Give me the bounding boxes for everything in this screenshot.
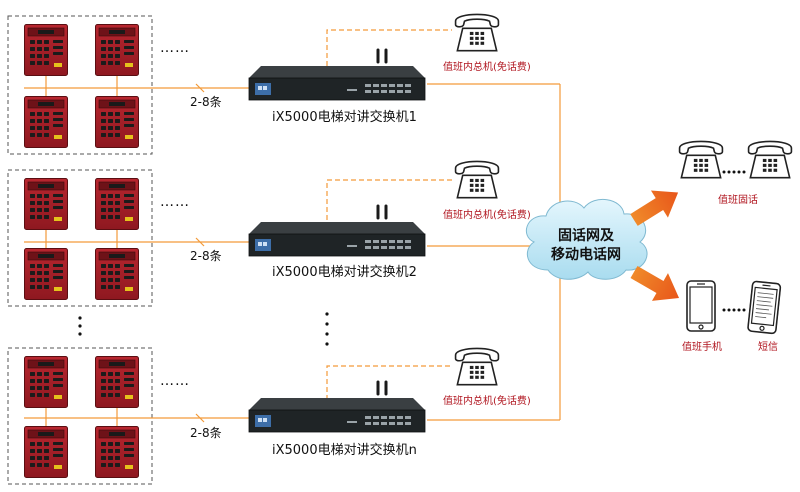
desk-phone-icon <box>747 140 793 179</box>
vertical-ellipsis-panels <box>78 316 82 336</box>
panel-group-1 <box>24 24 139 148</box>
panel-group-2 <box>24 178 139 300</box>
arrow-up-right-icon <box>630 190 679 226</box>
keypad-panel <box>24 178 68 230</box>
switch-3 <box>248 380 426 433</box>
cloud-icon <box>525 199 648 280</box>
mobile-label: 值班手机 <box>682 340 722 353</box>
landline-label: 值班固话 <box>718 193 758 206</box>
vertical-ellipsis-switches <box>325 312 329 346</box>
ellipsis-group-2: …… <box>160 194 190 210</box>
switch-label-2: iX5000电梯对讲交换机2 <box>272 264 417 280</box>
keypad-panel <box>24 96 68 148</box>
line-count-label-3: 2-8条 <box>190 426 222 440</box>
switch-1 <box>248 48 426 101</box>
panel-group-box-3 <box>7 347 153 485</box>
keypad-panel <box>95 96 139 148</box>
keypad-panel <box>24 24 68 76</box>
sms-phone-icon <box>746 280 782 335</box>
sms-label: 短信 <box>758 340 778 353</box>
panel-group-box-1 <box>7 15 153 155</box>
line-count-label-2: 2-8条 <box>190 249 222 263</box>
desk-phone-icon <box>454 347 500 386</box>
desk-phone-icon <box>454 13 500 52</box>
phone-label-2: 值班内总机(免话费) <box>443 208 531 221</box>
phone-label-1: 值班内总机(免话费) <box>443 60 531 73</box>
switch-device-icon <box>248 221 426 257</box>
switch-device-icon <box>248 397 426 433</box>
switch-2 <box>248 204 426 257</box>
keypad-panel <box>95 248 139 300</box>
cloud-label-line2: 移动电话网 <box>551 246 621 263</box>
panel-group-box-2 <box>7 169 153 307</box>
mobile-phone-icon <box>686 280 716 332</box>
keypad-panel <box>24 356 68 408</box>
ellipsis-landlines <box>722 170 746 174</box>
cloud-label-line1: 固话网及 <box>558 227 615 244</box>
switch-label-1: iX5000电梯对讲交换机1 <box>272 109 417 125</box>
ellipsis-group-1: …… <box>160 40 190 56</box>
switch-label-3: iX5000电梯对讲交换机n <box>272 442 417 458</box>
keypad-panel <box>95 356 139 408</box>
ellipsis-group-3: …… <box>160 373 190 389</box>
keypad-panel <box>95 426 139 478</box>
desk-phone-icon <box>678 140 724 179</box>
keypad-panel <box>24 248 68 300</box>
keypad-panel <box>95 24 139 76</box>
switch-device-icon <box>248 65 426 101</box>
ellipsis-mobiles <box>722 308 746 312</box>
panel-group-3 <box>24 356 139 478</box>
line-count-label-1: 2-8条 <box>190 95 222 109</box>
desk-phone-icon <box>454 160 500 199</box>
phone-dashed-lines <box>326 29 452 400</box>
arrow-down-right-icon <box>630 265 680 301</box>
phone-label-3: 值班内总机(免话费) <box>443 394 531 407</box>
keypad-panel <box>24 426 68 478</box>
keypad-panel <box>95 178 139 230</box>
